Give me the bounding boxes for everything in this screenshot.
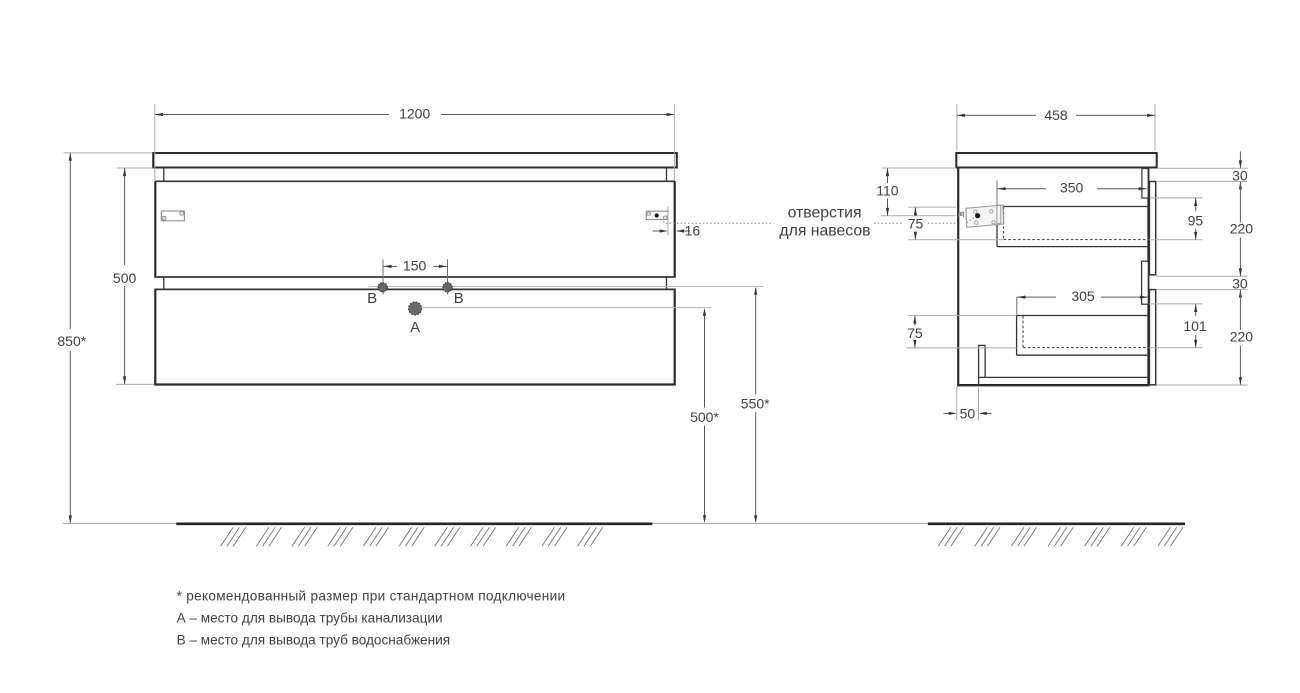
- svg-text:1200: 1200: [399, 106, 430, 122]
- svg-text:B: B: [454, 290, 464, 307]
- svg-text:для навесов: для навесов: [779, 223, 870, 240]
- svg-text:850*: 850*: [57, 333, 86, 349]
- svg-text:101: 101: [1183, 318, 1207, 334]
- svg-text:550*: 550*: [741, 396, 770, 412]
- svg-text:500*: 500*: [690, 409, 719, 425]
- svg-text:95: 95: [1188, 212, 1204, 228]
- svg-text:В – место для вывода труб водо: В – место для вывода труб водоснабжения: [177, 633, 450, 648]
- svg-text:350: 350: [1060, 180, 1084, 196]
- svg-text:30: 30: [1232, 167, 1248, 183]
- svg-text:А – место для вывода трубы кан: А – место для вывода трубы канализации: [177, 610, 443, 625]
- svg-text:500: 500: [113, 270, 137, 286]
- svg-text:75: 75: [907, 325, 923, 341]
- svg-text:305: 305: [1071, 288, 1095, 304]
- svg-text:* рекомендованный размер при с: * рекомендованный размер при стандартном…: [177, 588, 566, 603]
- svg-text:220: 220: [1230, 328, 1254, 344]
- svg-text:B: B: [367, 290, 377, 307]
- svg-text:A: A: [410, 319, 420, 336]
- svg-text:220: 220: [1230, 221, 1254, 237]
- svg-text:75: 75: [908, 215, 924, 231]
- svg-text:50: 50: [960, 405, 976, 421]
- svg-text:16: 16: [685, 222, 701, 238]
- svg-text:отверстия: отверстия: [788, 204, 862, 221]
- svg-text:150: 150: [403, 258, 427, 274]
- svg-text:110: 110: [876, 182, 899, 198]
- svg-text:30: 30: [1232, 275, 1248, 291]
- svg-text:458: 458: [1044, 107, 1068, 123]
